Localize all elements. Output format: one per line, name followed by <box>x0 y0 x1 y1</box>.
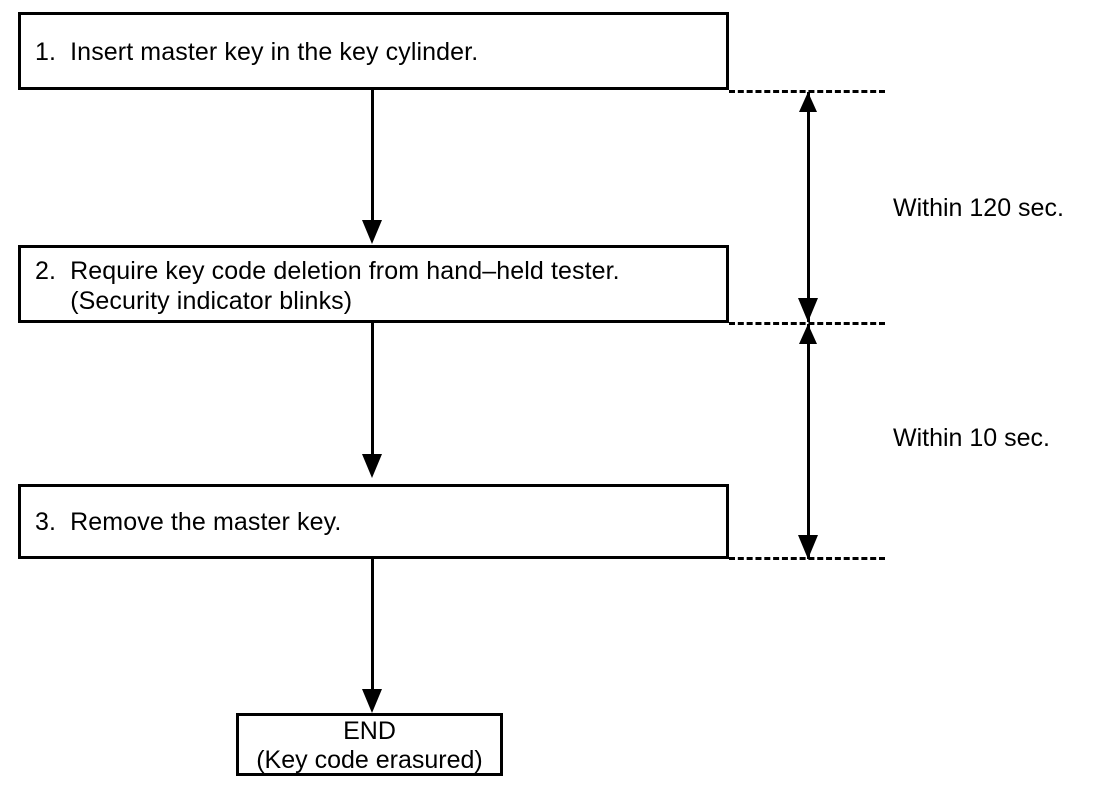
process-step-1-label: 1. Insert master key in the key cylinder… <box>35 38 479 66</box>
process-step-2-sublabel: (Security indicator blinks) <box>35 287 353 315</box>
end-node-title: END <box>343 717 396 745</box>
timing-label-within-120: Within 120 sec. <box>893 194 1064 222</box>
dimension-arrowhead-within-10-top <box>799 324 817 344</box>
dimension-arrowhead-within-10-bottom <box>798 535 818 559</box>
dimension-line-within-120 <box>807 92 810 322</box>
process-step-3[interactable]: 3. Remove the master key. <box>18 484 729 559</box>
dimension-line-within-10 <box>807 324 810 559</box>
end-node[interactable]: END (Key code erasured) <box>236 713 503 776</box>
timing-label-within-10: Within 10 sec. <box>893 424 1051 452</box>
connector-step1-step2-line <box>371 90 374 222</box>
connector-step3-end-arrowhead <box>362 689 382 713</box>
extension-line-top <box>729 90 885 93</box>
connector-step2-step3-arrowhead <box>362 454 382 478</box>
process-step-3-label: 3. Remove the master key. <box>35 508 342 536</box>
extension-line-middle <box>729 322 885 325</box>
dimension-arrowhead-within-120-bottom <box>798 298 818 322</box>
process-step-2[interactable]: 2. Require key code deletion from hand–h… <box>18 245 729 323</box>
connector-step3-end-line <box>371 559 374 691</box>
dimension-arrowhead-within-120-top <box>799 92 817 112</box>
process-step-2-label: 2. Require key code deletion from hand–h… <box>35 257 620 285</box>
end-node-subtitle: (Key code erasured) <box>256 746 483 774</box>
connector-step1-step2-arrowhead <box>362 220 382 244</box>
process-step-1[interactable]: 1. Insert master key in the key cylinder… <box>18 12 729 90</box>
connector-step2-step3-line <box>371 323 374 456</box>
